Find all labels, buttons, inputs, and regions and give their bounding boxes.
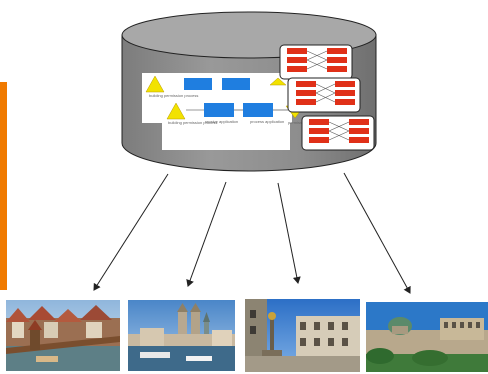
- process-step-receive-label: receive application: [205, 119, 238, 124]
- accent-bar: [0, 82, 7, 290]
- arrow-to-photo-3: [277, 182, 301, 284]
- process-start-triangle: [166, 102, 186, 120]
- process-end-triangle-back: [269, 77, 287, 86]
- arrow-to-photo-1: [93, 173, 169, 291]
- process-step-receive: [204, 103, 234, 117]
- photo-cathedral-towers: [128, 300, 235, 371]
- arrow-to-photo-4: [343, 172, 411, 294]
- photo-federal-palace: [366, 302, 488, 372]
- process-step-back-a: [184, 78, 212, 90]
- process-step-process-label: process application: [250, 119, 284, 124]
- mapping-table-2: [287, 77, 361, 113]
- process-model-front: building permission process receive appl…: [162, 98, 307, 150]
- photo-chapel-bridge: [6, 300, 120, 371]
- mapping-table-3: [301, 115, 375, 151]
- process-start-label-back: building permission process: [149, 93, 198, 98]
- process-end-label: permission: [288, 120, 307, 125]
- process-step-back-b: [222, 78, 250, 90]
- arrow-to-photo-2: [186, 181, 227, 287]
- photo-street-fountain: [245, 299, 360, 372]
- mapping-table-1: [279, 44, 353, 80]
- process-step-process: [243, 103, 273, 117]
- process-start-label: building permission process: [168, 120, 217, 125]
- process-start-triangle-back: [145, 75, 165, 93]
